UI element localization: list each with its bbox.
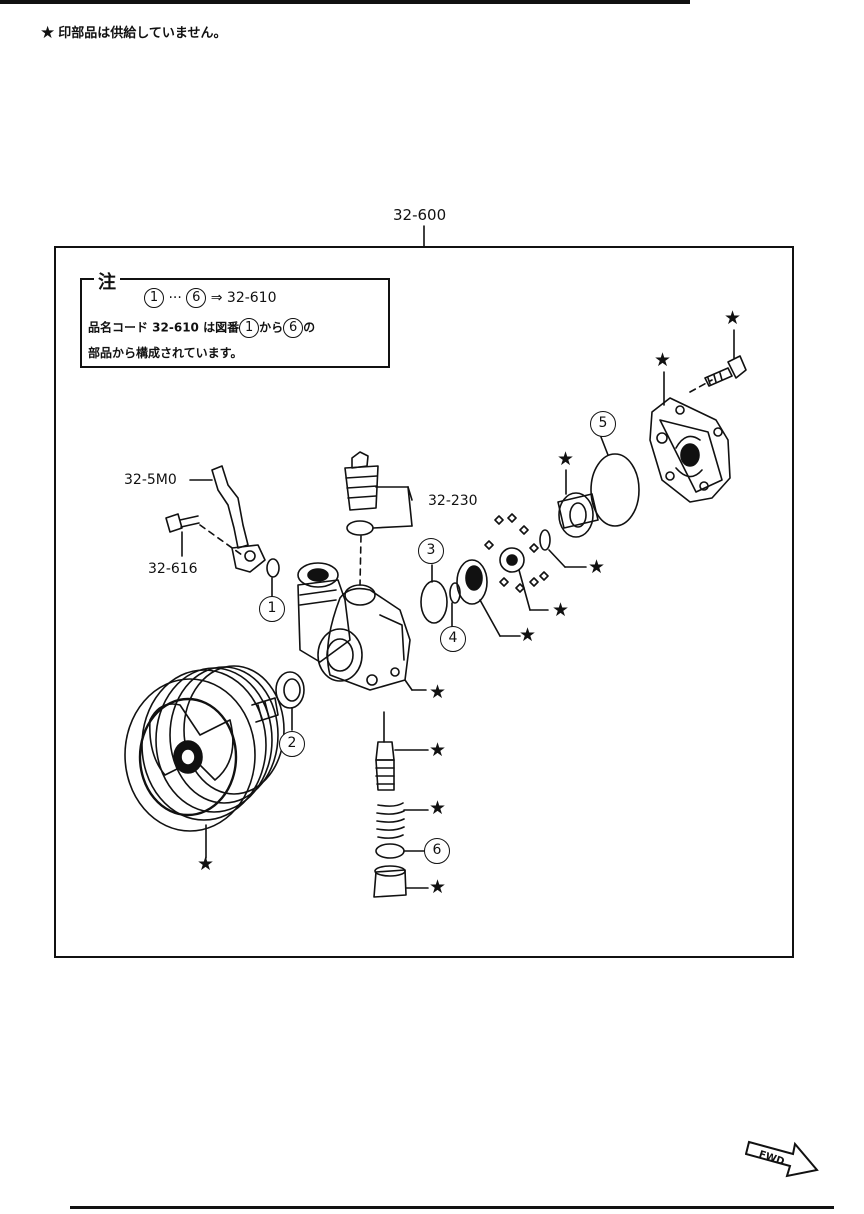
part-label-hose[interactable]: 32-5M0 [124,472,177,488]
callout-4[interactable]: 4 [440,626,466,652]
pump-body-drawing [297,562,427,691]
fwd-arrow-icon: FWD [745,1140,819,1178]
pressure-plate-drawing [557,436,640,538]
callout-5[interactable]: 5 [590,411,616,437]
assembly-code-label[interactable]: 32-600 [393,206,447,224]
legend-text: 印部品は供給していません。 [58,26,227,41]
rear-cover-drawing [649,329,747,503]
legend: ★印部品は供給していません。 [40,22,226,43]
note-line2-b: から [259,320,284,335]
not-supplied-star-icon: ★ [429,681,447,703]
not-supplied-star-icon: ★ [519,624,537,646]
note-callout-from: 1 [144,288,164,308]
not-supplied-star-icon: ★ [588,556,606,578]
note-line2-c: の [303,320,316,335]
callout-3[interactable]: 3 [418,538,444,564]
not-supplied-star-icon: ★ [429,739,447,761]
callout-1[interactable]: 1 [259,596,285,622]
top-border-bar [0,0,690,4]
not-supplied-star-icon: ★ [429,876,447,898]
callout-6[interactable]: 6 [424,838,450,864]
pulley-drawing [124,665,285,832]
note-range-line: 1 ··· 6 ⇒ 32-610 [144,288,277,308]
note-arrow: ⇒ [210,290,223,306]
not-supplied-star-icon: ★ [552,599,570,621]
not-supplied-star-icon: ★ [654,349,672,371]
bottom-border-bar [70,1206,834,1209]
note-line2-a: 品名コード 32-610 は図番 [88,320,240,335]
note-callout-to: 6 [186,288,207,308]
note-line2-to: 6 [283,318,304,338]
callout-2[interactable]: 2 [279,731,305,757]
note-title: 注 [94,268,120,294]
part-label-valve-group[interactable]: 32-230 [428,493,478,509]
note-range-sep: ··· [168,290,182,306]
relief-valve-drawing [373,711,429,898]
not-supplied-star-icon: ★ [197,853,215,875]
diagram-frame [54,246,794,958]
valve-drawing [344,451,413,586]
note-line2-from: 1 [239,318,260,338]
cam-ring-drawing [456,513,587,637]
not-supplied-star-icon: ★ [429,797,447,819]
note-range-target: 32-610 [226,290,277,306]
note-line-3: 部品から構成されています。 [88,346,243,360]
part-label-bolt[interactable]: 32-616 [148,561,198,577]
not-supplied-star-icon: ★ [724,307,742,329]
hose-drawing [189,465,266,573]
legend-star-icon: ★ [40,23,56,43]
not-supplied-star-icon: ★ [557,448,575,470]
